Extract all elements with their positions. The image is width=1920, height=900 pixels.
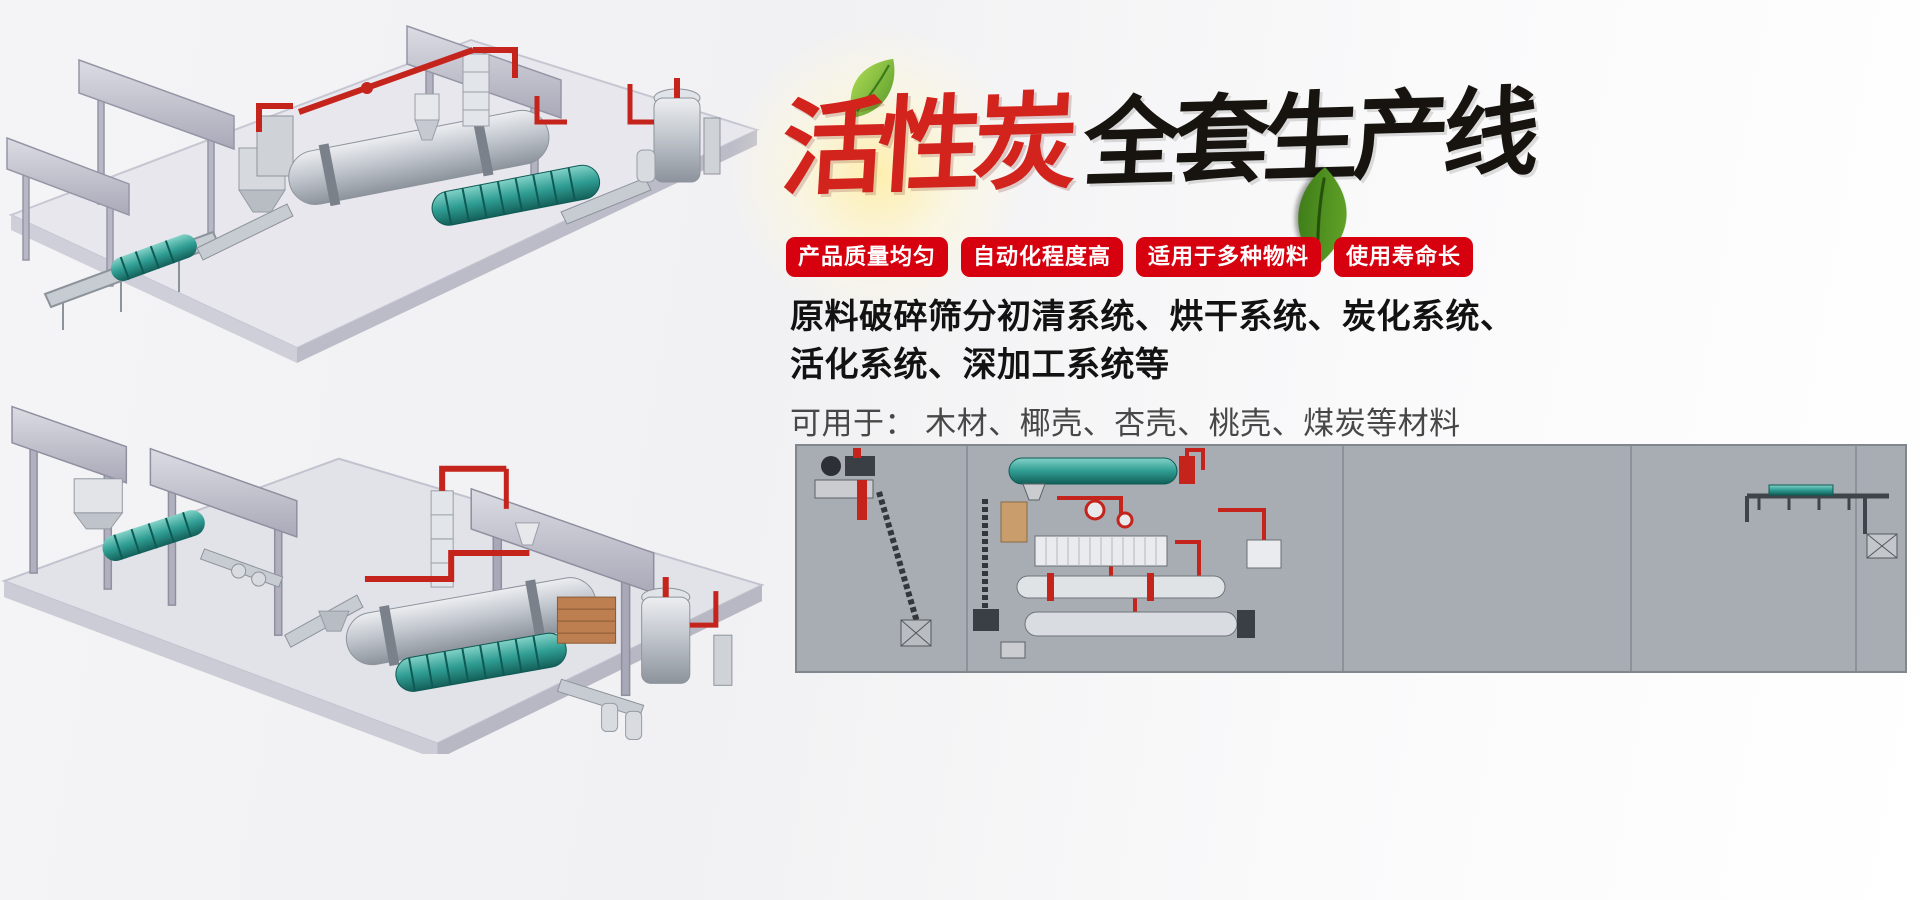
headline-red-text: 活性炭 [777,84,1073,209]
materials-line: 可用于： 木材、椰壳、杏壳、桃壳、煤炭等材料 [790,405,1461,441]
badge-multi-material: 适用于多种物料 [1136,237,1322,277]
production-line-3d-render-top [6,24,760,363]
production-line-3d-render-bottom [1,405,765,754]
badge-automation: 自动化程度高 [961,237,1124,277]
headline: 活性炭全套生产线 [723,19,1564,328]
description-block: 原料破碎筛分初清系统、烘干系统、炭化系统、 活化系统、深加工系统等 可用于： 木… [790,293,1515,443]
leaf-icon [850,58,895,118]
production-line-layout-schematic [795,444,1907,673]
badge-uniform-quality: 产品质量均匀 [786,237,949,277]
badge-long-life: 使用寿命长 [1334,237,1474,277]
description-line: 原料破碎筛分初清系统、烘干系统、炭化系统、 [790,298,1515,336]
description-line: 活化系统、深加工系统等 [790,346,1170,385]
feature-badges: 产品质量均匀 自动化程度高 适用于多种物料 使用寿命长 [786,237,1474,277]
